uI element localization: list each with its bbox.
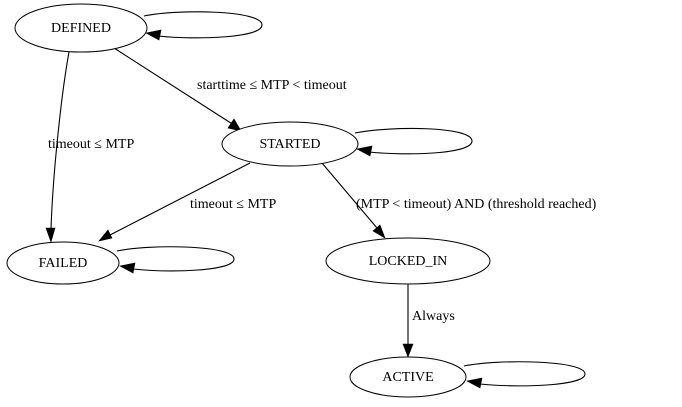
node-defined[interactable]: DEFINED bbox=[14, 3, 148, 53]
edge-active-self-path bbox=[463, 361, 586, 387]
node-defined-label: DEFINED bbox=[51, 21, 111, 36]
edge-label-started-lockedin: (MTP < timeout) AND (threshold reached) bbox=[356, 197, 597, 212]
edge-started-self[interactable] bbox=[354, 127, 473, 157]
edge-active-self[interactable] bbox=[463, 361, 586, 389]
edge-defined-self[interactable] bbox=[143, 11, 263, 41]
edge-failed-self-arrowhead bbox=[119, 262, 136, 274]
edge-started-lockedin-path bbox=[321, 162, 378, 229]
edge-started-failed-path bbox=[109, 162, 251, 236]
edge-defined-started[interactable]: starttime ≤ MTP < timeout bbox=[113, 47, 347, 132]
edge-defined-failed-path bbox=[50, 51, 70, 230]
edge-label-lockedin-active: Always bbox=[412, 309, 455, 324]
edge-defined-self-arrowhead bbox=[145, 29, 162, 41]
node-locked-in[interactable]: LOCKED_IN bbox=[325, 237, 491, 285]
edge-label-started-failed: timeout ≤ MTP bbox=[190, 197, 276, 212]
node-active-shape bbox=[349, 356, 467, 398]
edge-started-lockedin[interactable]: (MTP < timeout) AND (threshold reached) bbox=[321, 162, 597, 239]
node-locked-in-shape bbox=[325, 237, 491, 285]
node-started-shape bbox=[221, 121, 359, 167]
edge-label-defined-started: starttime ≤ MTP < timeout bbox=[197, 78, 347, 93]
node-defined-shape bbox=[14, 3, 148, 53]
node-active-label: ACTIVE bbox=[382, 370, 433, 385]
edge-started-self-arrowhead bbox=[356, 145, 373, 157]
edge-defined-started-path bbox=[113, 47, 238, 128]
node-failed-shape bbox=[6, 241, 120, 285]
edge-started-failed[interactable]: timeout ≤ MTP bbox=[98, 162, 276, 242]
node-started-label: STARTED bbox=[259, 137, 320, 152]
node-failed-label: FAILED bbox=[39, 256, 88, 271]
edge-failed-self-path bbox=[116, 246, 235, 272]
edge-started-failed-arrowhead bbox=[98, 229, 113, 242]
edge-failed-self[interactable] bbox=[116, 246, 235, 274]
edge-defined-started-arrowhead bbox=[227, 118, 242, 132]
node-active[interactable]: ACTIVE bbox=[349, 356, 467, 398]
node-started[interactable]: STARTED bbox=[221, 121, 359, 167]
edge-started-lockedin-arrowhead bbox=[372, 224, 386, 239]
node-locked-in-label: LOCKED_IN bbox=[369, 254, 448, 269]
edge-lockedin-active[interactable]: Always bbox=[402, 284, 455, 358]
edge-defined-self-path bbox=[143, 11, 263, 39]
edge-defined-failed[interactable]: timeout ≤ MTP bbox=[45, 51, 134, 243]
edge-active-self-arrowhead bbox=[466, 377, 483, 389]
edge-label-defined-failed: timeout ≤ MTP bbox=[48, 137, 134, 152]
edge-lockedin-active-arrowhead bbox=[402, 343, 414, 358]
edge-defined-failed-arrowhead bbox=[45, 227, 56, 243]
node-failed[interactable]: FAILED bbox=[6, 241, 120, 285]
edge-started-self-path bbox=[354, 127, 473, 155]
